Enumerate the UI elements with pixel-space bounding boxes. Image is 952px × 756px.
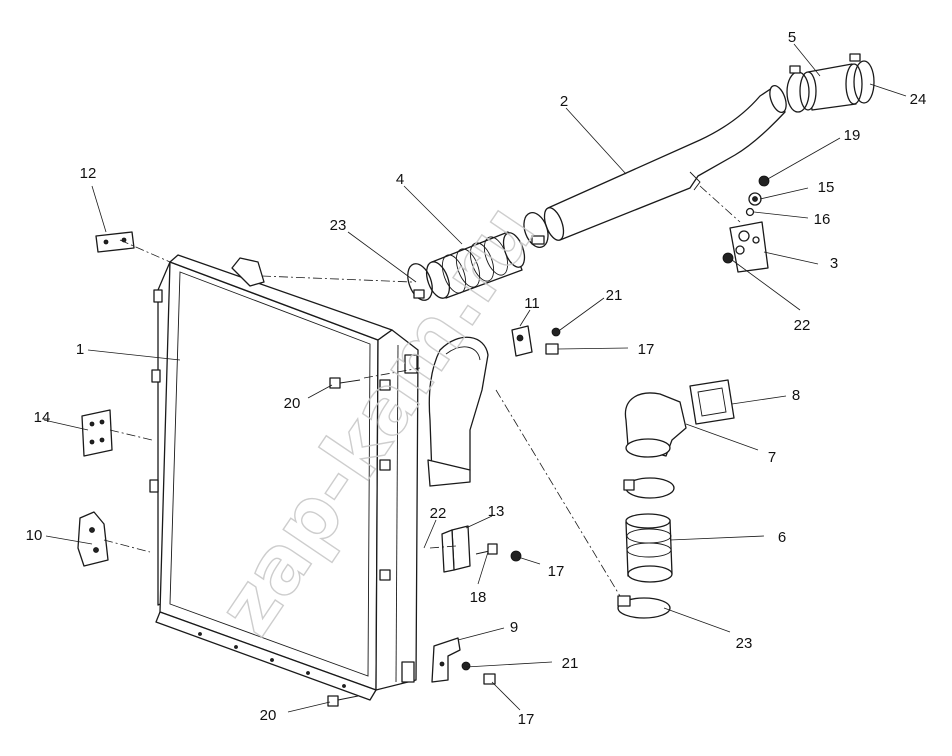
nut-21-lower: [461, 661, 471, 671]
callout-16: 16: [814, 211, 831, 228]
core-inlet-stub: [231, 257, 265, 287]
callout-21-upper: 21: [606, 287, 623, 304]
callout-22-right: 22: [794, 317, 811, 334]
callout-11: 11: [524, 295, 540, 312]
bracket-13: [441, 525, 471, 573]
callout-20-upper: 20: [284, 395, 301, 412]
outlet-elbow-7: [624, 392, 687, 458]
callout-15: 15: [818, 179, 835, 196]
callout-4: 4: [396, 171, 404, 188]
callout-23-lower: 23: [736, 635, 753, 652]
callout-labels: 1 2 3 4 5 6 7 8 9 10 11 12 13 14 15 16 1…: [26, 29, 927, 728]
callout-6: 6: [778, 529, 786, 546]
callout-22-middle: 22: [430, 505, 447, 522]
callout-13: 13: [488, 503, 505, 520]
hose-clamp-23-mid: [623, 477, 675, 499]
nut-17-middle: [510, 550, 522, 562]
bolt-20-lower: [327, 695, 359, 707]
mounting-plate-14: [81, 409, 113, 457]
charge-air-pipe: [543, 84, 787, 241]
bracket-12: [95, 231, 135, 253]
hose-clamp-23-upper: [407, 212, 549, 301]
pipe-bracket: [729, 221, 769, 273]
bracket-10: [77, 511, 109, 567]
bracket-9: [431, 637, 461, 683]
leader-lines: [43, 43, 907, 713]
callout-17-middle: 17: [548, 563, 565, 580]
callout-20-lower: 20: [260, 707, 277, 724]
nut-22-upper: [722, 252, 734, 264]
callout-19: 19: [844, 127, 861, 144]
hose-clamp-24: [786, 53, 875, 113]
flange-gasket-8: [689, 379, 735, 425]
bolt-17-lower: [483, 673, 496, 685]
nut-19: [758, 175, 770, 187]
nut-21-upper: [551, 327, 561, 337]
bracket-11: [511, 325, 533, 357]
callout-9: 9: [510, 619, 518, 636]
callout-12: 12: [80, 165, 97, 182]
callout-14: 14: [34, 409, 51, 426]
callout-23-upper: 23: [330, 217, 347, 234]
callout-8: 8: [792, 387, 800, 404]
callout-5: 5: [788, 29, 796, 46]
callout-18: 18: [470, 589, 487, 606]
callout-21-lower: 21: [562, 655, 579, 672]
core-outlet-duct: [427, 336, 489, 487]
callout-17-lower: 17: [518, 711, 535, 728]
intercooler-core: [149, 254, 419, 701]
hose-clamp-23-lower: [617, 595, 671, 619]
straight-hose-6: [625, 513, 673, 583]
callout-7: 7: [768, 449, 776, 466]
callout-10: 10: [26, 527, 43, 544]
callout-24: 24: [910, 91, 927, 108]
callout-1: 1: [76, 341, 84, 358]
bolt-20-upper: [329, 377, 361, 389]
callout-3: 3: [830, 255, 838, 272]
washer-16: [745, 207, 755, 217]
bolt-17-upper: [545, 343, 559, 355]
bolt-18: [475, 543, 498, 555]
callout-17-upper: 17: [638, 341, 655, 358]
callout-2: 2: [560, 93, 568, 110]
